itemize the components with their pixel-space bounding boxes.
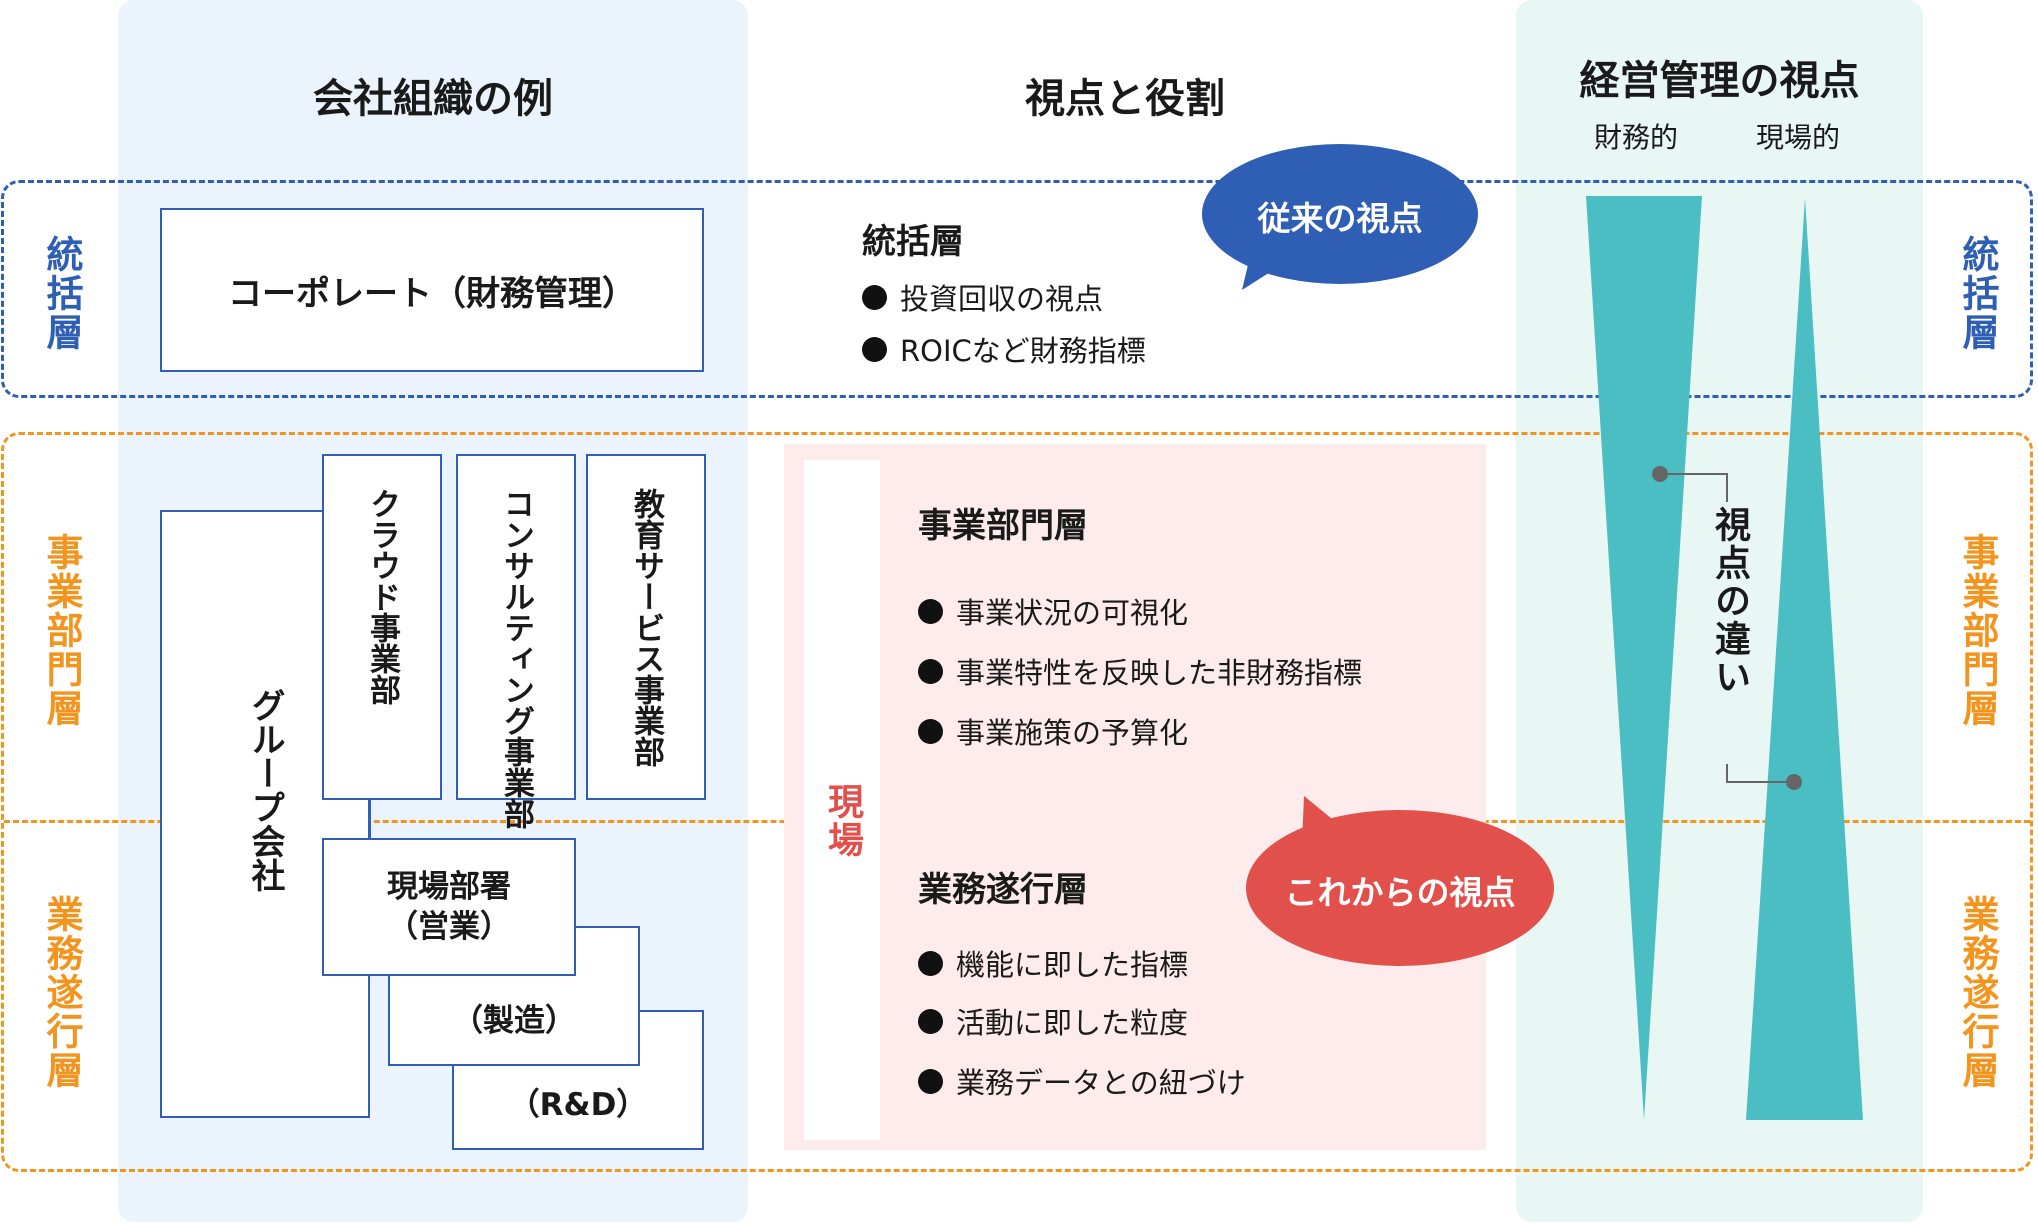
field-dept-box: 現場部署 （営業） [322, 838, 576, 976]
bottom-layer-item-text: 機能に即した指標 [956, 948, 1189, 982]
side-label-bottom-right: 業務遂行層 [1956, 894, 1999, 1090]
onsite-triangle [1746, 198, 1863, 1120]
traditional-bubble-shape [1202, 144, 1478, 290]
side-label-middle-left: 事業部門層 [40, 532, 83, 728]
middle-layer-item-text: 事業施策の予算化 [956, 716, 1189, 750]
manufacturing-label: （製造） [452, 1003, 576, 1039]
cloud-division-box: クラウド事業部 [322, 454, 442, 800]
header-viewpoint-role: 視点と役割 [1025, 76, 1225, 122]
side-label-middle-right: 事業部門層 [1956, 532, 1999, 728]
rnd-label: （R&D） [508, 1087, 648, 1123]
education-division-box: 教育サービス事業部 [586, 454, 706, 800]
group-company-label: グループ会社 [245, 688, 285, 892]
future-bubble-label: これからの視点 [1284, 873, 1516, 912]
bullet-icon [918, 598, 943, 624]
middle-layer-item: 事業特性を反映した非財務指標 [918, 650, 1362, 692]
consulting-division-label: コンサルティング事業部 [498, 488, 534, 829]
top-layer-item-text: 投資回収の視点 [900, 282, 1104, 316]
field-label: 現場 [822, 783, 863, 859]
middle-layer-item: 事業状況の可視化 [918, 590, 1188, 632]
field-dept-label: 現場部署 [387, 869, 511, 905]
field-area [784, 444, 1486, 1150]
future-bubble-shape [1246, 796, 1554, 966]
bullet-icon [918, 950, 943, 976]
bottom-layer-item: 業務データとの紐づけ [918, 1060, 1246, 1102]
middle-layer-item-text: 事業状況の可視化 [956, 596, 1189, 630]
label-onsite: 現場的 [1756, 121, 1841, 154]
education-division-label: 教育サービス事業部 [628, 488, 664, 767]
bullet-icon [918, 658, 943, 684]
connector-group-cloud [300, 510, 324, 512]
bottom-layer-item: 活動に即した粒度 [918, 1000, 1188, 1042]
side-label-top-left: 統括層 [40, 234, 83, 352]
bullet-icon [918, 1068, 943, 1094]
bottom-layer-item-text: 業務データとの紐づけ [956, 1066, 1246, 1100]
top-layer-item: ROICなど財務指標 [862, 328, 1146, 370]
field-strip [804, 460, 880, 1140]
middle-layer-item-text: 事業特性を反映した非財務指標 [956, 656, 1363, 690]
top-layer-frame [1, 180, 2033, 398]
top-layer-item-text: ROICなど財務指標 [900, 334, 1146, 368]
top-layer-title: 統括層 [862, 222, 964, 262]
header-org-example: 会社組織の例 [313, 76, 553, 122]
viewpoint-difference-label: 視点の違い [1709, 506, 1750, 696]
side-label-bottom-left: 業務遂行層 [40, 894, 83, 1090]
connector-cloud-field [369, 800, 371, 838]
side-label-top-right: 統括層 [1956, 234, 1999, 352]
middle-layer-item: 事業施策の予算化 [918, 710, 1188, 752]
bottom-layer-item-text: 活動に即した粒度 [956, 1006, 1189, 1040]
middle-layer-title: 事業部門層 [918, 506, 1088, 546]
bullet-icon [862, 336, 887, 362]
bottom-layer-item: 機能に即した指標 [918, 942, 1188, 984]
cloud-division-label: クラウド事業部 [364, 488, 400, 705]
viewpoint-triangles [1586, 196, 1863, 1120]
bullet-icon [862, 284, 887, 310]
traditional-bubble-label: 従来の視点 [1257, 199, 1423, 238]
lower-layers-frame [1, 432, 2033, 1172]
bottom-layer-title: 業務遂行層 [918, 870, 1088, 910]
consulting-division-box: コンサルティング事業部 [456, 454, 576, 829]
header-mgmt-viewpoint: 経営管理の視点 [1579, 58, 1860, 104]
financial-triangle [1586, 196, 1702, 1120]
top-layer-item: 投資回収の視点 [862, 276, 1103, 318]
label-financial: 財務的 [1594, 121, 1679, 154]
corporate-box: コーポレート（財務管理） [160, 208, 704, 372]
field-dept-sublabel: （営業） [387, 909, 511, 945]
corporate-label: コーポレート（財務管理） [228, 273, 636, 314]
bullet-icon [918, 1008, 943, 1034]
bullet-icon [918, 718, 943, 744]
